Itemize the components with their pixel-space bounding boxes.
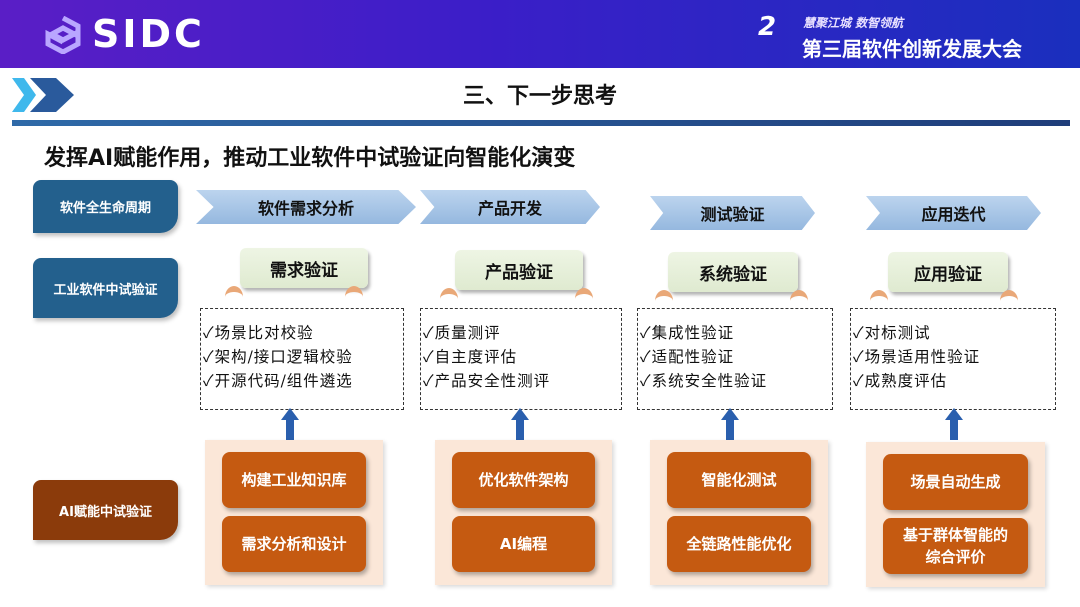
row-label-ai-verification: AI赋能中试验证	[33, 480, 178, 540]
curved-arrow-icon	[440, 288, 458, 310]
conference-slogan: 慧聚江城 数智领航	[803, 16, 904, 30]
stage-chevron: 应用迭代	[866, 196, 1041, 230]
ai-panel: 构建工业知识库 需求分析和设计	[205, 440, 383, 585]
up-arrow-icon	[945, 408, 963, 440]
list-item: ✓场景比对校验	[203, 324, 314, 342]
ai-item: 需求分析和设计	[222, 516, 366, 572]
curved-arrow-icon	[870, 290, 888, 312]
title-divider	[12, 120, 1070, 126]
ai-item: AI编程	[452, 516, 595, 572]
curved-arrow-icon	[345, 286, 363, 308]
list-item: ✓场景适用性验证	[853, 348, 981, 366]
ai-item: 全链路性能优化	[667, 516, 811, 572]
list-item: ✓系统安全性验证	[640, 372, 768, 390]
list-item: ✓架构/接口逻辑校验	[203, 348, 353, 366]
sidc-logo-text: SIDC	[92, 12, 205, 56]
conference-name: 第三届软件创新发展大会	[802, 37, 1022, 61]
up-arrow-icon	[511, 408, 529, 440]
list-item: ✓产品安全性测评	[423, 372, 551, 390]
up-arrow-icon	[721, 408, 739, 440]
list-item: ✓质量测评	[423, 324, 501, 342]
page-title: 三、下一步思考	[462, 84, 617, 109]
curved-arrow-icon	[655, 290, 673, 312]
up-arrow-icon	[281, 408, 299, 440]
stage-chevron: 软件需求分析	[196, 190, 416, 224]
ai-item: 优化软件架构	[452, 452, 595, 508]
double-chevron-icon	[12, 78, 74, 112]
curved-arrow-icon	[575, 288, 593, 310]
curved-arrow-icon	[1000, 290, 1018, 312]
ai-panel: 优化软件架构 AI编程	[435, 440, 612, 585]
verify-items-list: ✓对标测试 ✓场景适用性验证 ✓成熟度评估	[850, 308, 1056, 410]
ai-item: 智能化测试	[667, 452, 811, 508]
verify-box: 需求验证	[240, 248, 368, 288]
verify-box: 系统验证	[668, 252, 798, 292]
row-label-pilot-verification: 工业软件中试验证	[33, 258, 178, 318]
list-item: ✓适配性验证	[640, 348, 735, 366]
curved-arrow-icon	[790, 290, 808, 312]
stage-chevron: 测试验证	[650, 196, 815, 230]
header-banner: SIDC 2025 2 慧聚江城 数智领航 第三届软件创新发展大会	[0, 0, 1080, 68]
ai-panel: 场景自动生成 基于群体智能的综合评价	[866, 442, 1045, 587]
list-item: ✓开源代码/组件遴选	[203, 372, 353, 390]
ai-item: 场景自动生成	[883, 454, 1028, 510]
ai-item: 基于群体智能的综合评价	[883, 518, 1028, 574]
verify-items-list: ✓场景比对校验 ✓架构/接口逻辑校验 ✓开源代码/组件遴选	[200, 308, 404, 410]
curved-arrow-icon	[225, 286, 243, 308]
sidc-logo-icon	[45, 16, 81, 54]
ai-item: 构建工业知识库	[222, 452, 366, 508]
year-mark-icon: 2	[758, 12, 777, 42]
verify-items-list: ✓质量测评 ✓自主度评估 ✓产品安全性测评	[420, 308, 622, 410]
list-item: ✓对标测试	[853, 324, 931, 342]
row-label-lifecycle: 软件全生命周期	[33, 180, 178, 233]
verify-box: 产品验证	[455, 250, 583, 290]
list-item: ✓自主度评估	[423, 348, 518, 366]
list-item: ✓成熟度评估	[853, 372, 948, 390]
ai-panel: 智能化测试 全链路性能优化	[650, 440, 828, 585]
stage-chevron: 产品开发	[420, 190, 600, 224]
subtitle: 发挥AI赋能作用，推动工业软件中试验证向智能化演变	[44, 146, 576, 171]
list-item: ✓集成性验证	[640, 324, 735, 342]
verify-box: 应用验证	[888, 252, 1008, 292]
verify-items-list: ✓集成性验证 ✓适配性验证 ✓系统安全性验证	[637, 308, 833, 410]
